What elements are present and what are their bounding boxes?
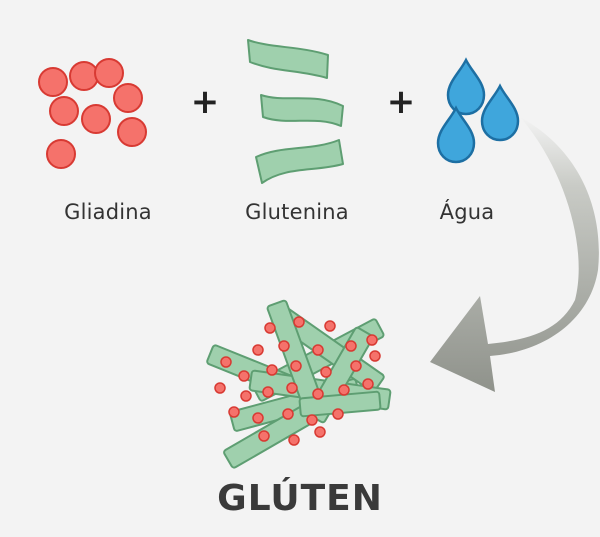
plus-sign-1: + bbox=[191, 82, 220, 122]
plus-sign-2: + bbox=[387, 82, 416, 122]
glutenin-strands-icon bbox=[247, 39, 344, 184]
water-drops-icon bbox=[436, 57, 520, 164]
gluten-title: GLÚTEN bbox=[217, 478, 383, 519]
gliadin-label: Gliadina bbox=[64, 200, 152, 224]
glutenin-label: Glutenina bbox=[245, 200, 349, 224]
water-label: Água bbox=[439, 200, 495, 224]
gluten-network-icon bbox=[206, 299, 392, 469]
curved-arrow-icon bbox=[430, 117, 599, 392]
gliadin-molecules-icon bbox=[38, 58, 147, 169]
